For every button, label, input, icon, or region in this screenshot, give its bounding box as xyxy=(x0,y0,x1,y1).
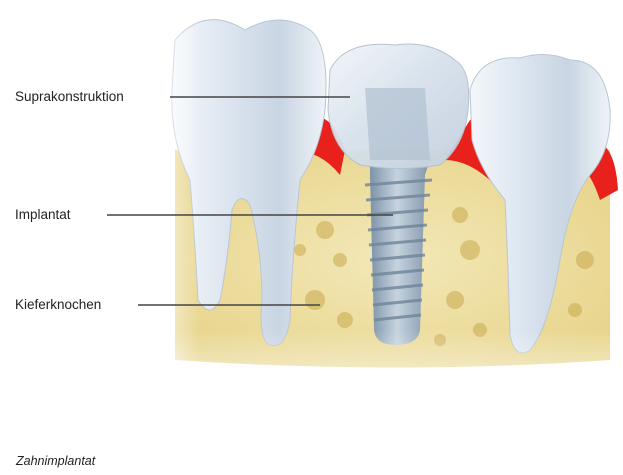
abutment xyxy=(365,88,430,160)
label-suprakonstruktion: Suprakonstruktion xyxy=(15,90,124,104)
label-kieferknochen: Kieferknochen xyxy=(15,298,101,312)
label-implantat: Implantat xyxy=(15,208,71,222)
figure-caption: Zahnimplantat xyxy=(16,454,95,468)
